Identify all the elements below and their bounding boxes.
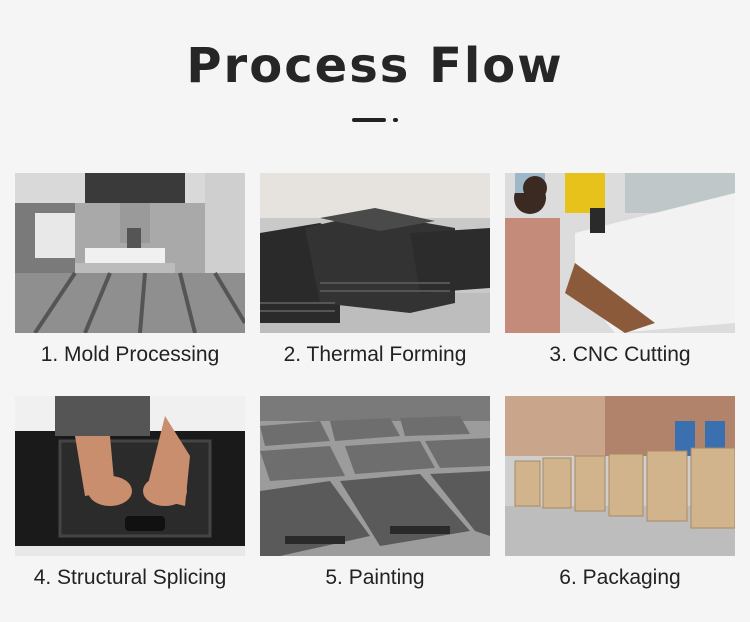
process-step-thermal-forming: 2. Thermal Forming (260, 173, 490, 367)
step-label: 4. Structural Splicing (33, 566, 227, 589)
hands-assembling-image (15, 396, 245, 556)
process-step-mold-processing: 1. Mold Processing (15, 173, 245, 367)
page-title: Process Flow (186, 38, 564, 94)
formed-black-panels-image (260, 173, 490, 333)
title-divider (352, 118, 400, 123)
process-step-cnc-cutting: 3. CNC Cutting (505, 173, 735, 367)
process-step-packaging: 6. Packaging (505, 396, 735, 590)
process-step-structural-splicing: 4. Structural Splicing (15, 396, 245, 590)
painted-panels-rows-image (260, 396, 490, 556)
step-label: 3. CNC Cutting (549, 343, 691, 366)
cnc-milling-machine-image (15, 173, 245, 333)
step-label: 2. Thermal Forming (283, 343, 467, 366)
wooden-crates-warehouse-image (505, 396, 735, 556)
process-step-painting: 5. Painting (260, 396, 490, 590)
step-label: 5. Painting (325, 566, 425, 589)
step-label: 1. Mold Processing (40, 343, 220, 366)
step-label: 6. Packaging (559, 566, 681, 589)
robotic-cutting-image (505, 173, 735, 333)
